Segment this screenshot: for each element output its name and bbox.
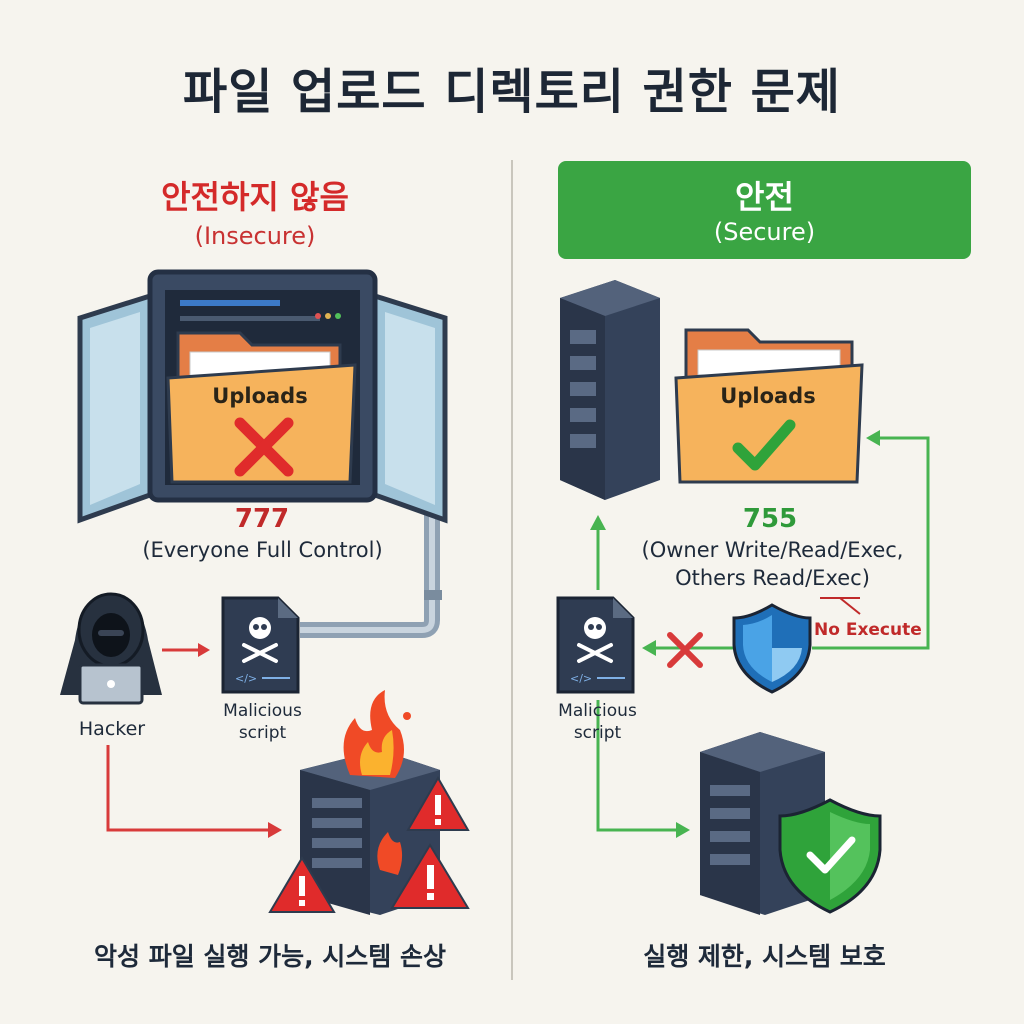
laptop-icon (78, 663, 144, 705)
attack-arrow (106, 643, 282, 838)
warning-icon (268, 775, 470, 913)
insecure-script-label-1: Malicious (223, 701, 302, 721)
insecure-script-label-2: script (238, 723, 287, 743)
folder-icon (674, 328, 864, 484)
fire-icon (343, 690, 411, 875)
skull-file-icon: </> (221, 596, 300, 694)
secure-script-label-1: Malicious (558, 701, 637, 721)
insecure-permission-desc: (Everyone Full Control) (142, 538, 383, 562)
shield-icon (732, 603, 812, 694)
flow-arrows (590, 430, 930, 838)
secure-script-label-2: script (573, 723, 622, 743)
folder-icon (166, 331, 357, 484)
no-execute-marker (820, 597, 861, 615)
secure-permission: 755 (742, 504, 798, 534)
secure-footer: 실행 제한, 시스템 보호 (643, 942, 886, 971)
x-mark-icon (667, 632, 703, 668)
skull-file-icon: </> (556, 596, 635, 694)
svg-text:</>: </> (570, 672, 592, 685)
secure-permission-desc-1: (Owner Write/Read/Exec, (641, 538, 904, 562)
server-icon (560, 280, 660, 500)
secure-banner (558, 161, 971, 259)
secure-permission-desc-2: Others Read/Exec) (675, 566, 870, 590)
svg-text:</>: </> (235, 672, 257, 685)
page-title: 파일 업로드 디렉토리 권한 문제 (183, 64, 841, 120)
insecure-folder-label: Uploads (212, 384, 308, 408)
panel-divider (511, 160, 513, 980)
shield-icon (778, 798, 882, 914)
insecure-subheading: (Insecure) (194, 222, 316, 250)
insecure-heading: 안전하지 않음 (161, 178, 349, 216)
server-icon (300, 750, 440, 915)
insecure-footer: 악성 파일 실행 가능, 시스템 손상 (93, 942, 447, 971)
x-mark-icon (234, 417, 294, 477)
insecure-permission: 777 (234, 504, 290, 534)
secure-folder-label: Uploads (720, 384, 816, 408)
secure-heading: 안전 (735, 178, 794, 216)
hacker-icon (60, 592, 162, 705)
hacker-label: Hacker (78, 718, 146, 740)
check-icon (732, 419, 796, 471)
no-execute-label: No Execute (814, 620, 922, 640)
secure-subheading: (Secure) (713, 218, 816, 246)
